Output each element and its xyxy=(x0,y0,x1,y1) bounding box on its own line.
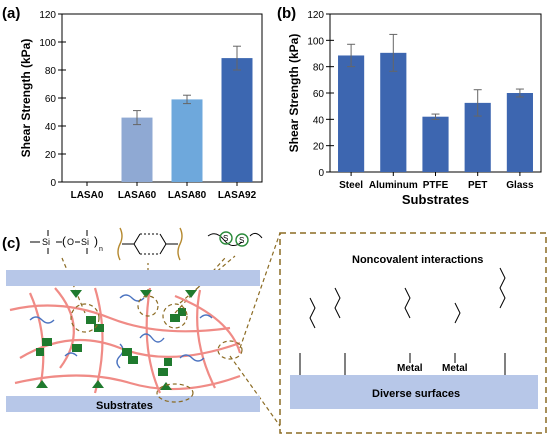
y-tick-label: 20 xyxy=(45,150,57,161)
metal-label-2: Metal xyxy=(442,363,468,374)
bar xyxy=(422,116,449,172)
y-tick-label: 40 xyxy=(45,122,57,133)
diagram-c: (c) Si ( O Si ) n xyxy=(2,227,547,434)
y-tick-label: 0 xyxy=(318,168,324,179)
y-tick-label: 20 xyxy=(313,142,325,153)
y-tick-label: 120 xyxy=(307,10,324,21)
bar xyxy=(171,99,203,182)
si-2: Si xyxy=(81,237,89,247)
x-tick-label: Steel xyxy=(339,180,363,191)
bar xyxy=(121,117,153,182)
paren-open: ( xyxy=(62,234,66,248)
o-atom: O xyxy=(67,237,74,247)
metal-label-1: Metal xyxy=(397,363,423,374)
x-tick-label: PET xyxy=(468,180,487,191)
si-1: Si xyxy=(42,237,50,247)
substrate-bottom xyxy=(6,396,260,412)
diverse-surface-plate xyxy=(290,375,538,409)
x-tick-label: LASA60 xyxy=(118,190,157,201)
y-tick-label: 80 xyxy=(313,63,325,74)
y-tick-label: 0 xyxy=(50,178,56,189)
y-tick-label: 120 xyxy=(39,10,56,21)
diverse-surfaces-label: Diverse surfaces xyxy=(372,388,460,400)
x-tick-label: LASA80 xyxy=(168,190,207,201)
y-tick-label: 100 xyxy=(307,36,324,47)
y-tick-label: 60 xyxy=(313,89,325,100)
x-tick-label: Aluminum xyxy=(369,180,418,191)
carboxylic-dimer xyxy=(117,227,183,261)
substrates-label: Substrates xyxy=(96,400,153,412)
siloxane-structure: Si ( O Si ) n xyxy=(30,230,103,254)
sulfur-1: S xyxy=(223,234,228,243)
bar xyxy=(506,93,533,172)
bar xyxy=(221,58,253,182)
sulfur-2: S xyxy=(239,236,244,245)
x-tick-label: Glass xyxy=(506,180,534,191)
green-clusters xyxy=(36,290,197,390)
highlight-circles xyxy=(70,295,243,403)
x-tick-label: LASA0 xyxy=(71,190,104,201)
panel-label-c: (c) xyxy=(2,235,20,252)
x-tick-label: LASA92 xyxy=(218,190,257,201)
y-tick-label: 100 xyxy=(39,38,56,49)
panel-label: (b) xyxy=(277,5,296,22)
substrate-top xyxy=(6,270,260,286)
inset-box xyxy=(279,232,547,434)
paren-close: ) xyxy=(94,234,98,248)
y-axis-label: Shear Strength (kPa) xyxy=(287,34,301,153)
x-tick-label: PTFE xyxy=(423,180,449,191)
y-tick-label: 40 xyxy=(313,115,325,126)
y-axis-label: Shear Strength (kPa) xyxy=(19,39,33,158)
panel-label: (a) xyxy=(2,5,20,22)
x-axis-label: Substrates xyxy=(402,192,469,207)
bar xyxy=(380,52,407,172)
disulfide-structure: S S xyxy=(207,231,263,247)
n-subscript: n xyxy=(99,246,103,253)
y-tick-label: 60 xyxy=(45,94,57,105)
panel-c: (c) Si ( O Si ) n xyxy=(0,218,550,436)
blue-chains xyxy=(29,294,213,369)
interaction-chains xyxy=(299,267,506,375)
noncovalent-title: Noncovalent interactions xyxy=(352,254,483,266)
bar xyxy=(338,55,365,172)
y-tick-label: 80 xyxy=(45,66,57,77)
